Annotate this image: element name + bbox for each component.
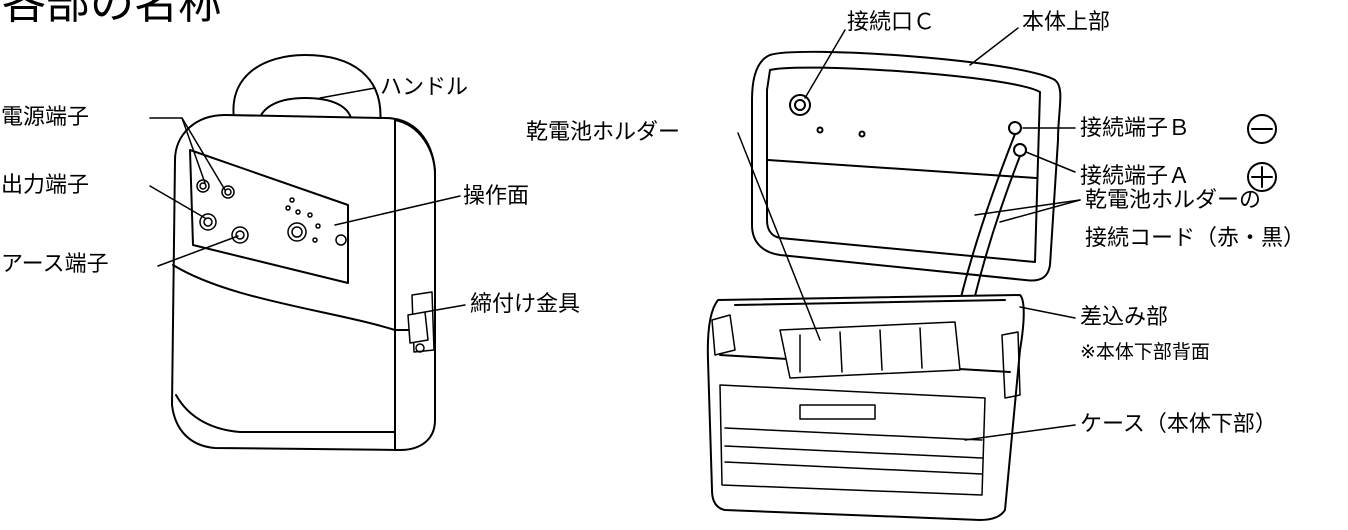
battery-holder [779,321,961,379]
control-panel-plate [189,149,349,284]
label-holder-cord-2: 接続コード（赤・黒） [1085,226,1306,251]
open-device [706,50,1062,521]
minus-sign-icon [1247,114,1277,144]
case-label-panel [719,384,986,496]
clamp [407,291,435,353]
label-output-terminal: 出力端子 [1,173,90,198]
label-body-top: 本体上部 [1022,10,1111,35]
connector-c-port [789,94,811,116]
closed-device [171,54,436,451]
leader-lines [149,27,1081,441]
label-case: ケース（本体下部） [1080,412,1277,437]
label-power-terminal: 電源端子 [1,105,90,130]
label-holder-cord-1: 乾電池ホルダーの [1085,188,1262,213]
label-insert-part: 差込み部 [1080,305,1169,330]
label-insert-part-note: ※本体下部背面 [1080,341,1210,363]
label-earth-terminal: アース端子 [1,252,109,277]
label-handle: ハンドル [380,75,469,100]
plus-sign-icon [1247,162,1277,192]
label-clamp: 締付け金具 [470,292,581,317]
label-control-panel: 操作面 [463,184,530,209]
label-battery-holder: 乾電池ホルダー [526,120,681,145]
label-terminal-b: 接続端子Ｂ [1080,116,1191,141]
page-title: 各部の名称 [2,0,222,29]
terminals [196,179,347,246]
lid [751,50,1062,282]
label-connector-c: 接続口Ｃ [847,10,936,35]
label-terminal-a: 接続端子Ａ [1080,164,1191,189]
